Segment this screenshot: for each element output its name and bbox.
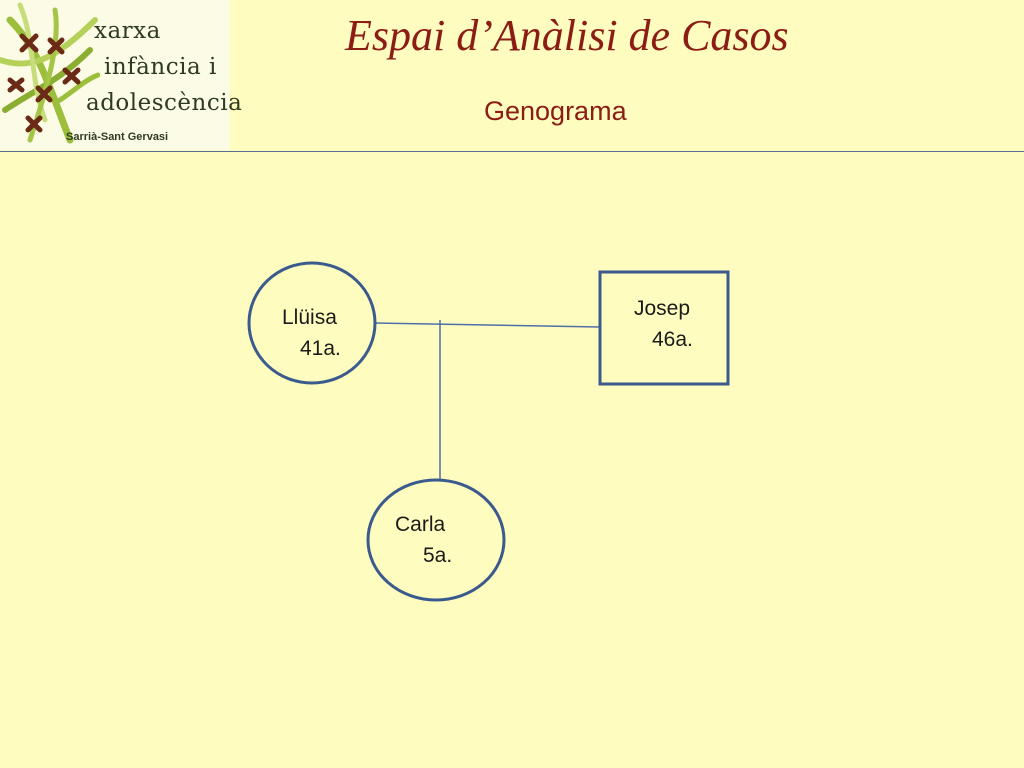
person-carla-circle [366,478,506,602]
page-subtitle: Genograma [484,96,627,126]
logo-subtitle: Sarrià-Sant Gervasi [66,131,169,143]
person-lluisa-label: Llüisa 41a. [282,302,341,364]
logo-word-adolescencia: adolescència [86,90,243,116]
person-age: 46a. [652,328,693,351]
person-name: Llüisa [282,306,337,329]
person-age: 41a. [300,337,341,360]
header-divider [0,151,1024,152]
logo-word-infancia: infància i [104,54,217,80]
marriage-line [375,322,601,328]
logo-word-xarxa: xarxa [94,18,161,44]
page-title: Espai d’Anàlisi de Casos [345,11,789,60]
person-josep-square [598,270,730,386]
person-age: 5a. [423,544,453,567]
logo: xarxa infància i adolescència Sarrià-San… [0,0,242,150]
logo-leaves-icon [0,2,100,144]
person-carla-label: Carla 5a. [395,509,452,571]
person-name: Carla [395,513,446,536]
person-josep-label: Josep 46a. [634,293,693,355]
person-lluisa-circle [247,261,377,385]
person-name: Josep [634,297,691,320]
